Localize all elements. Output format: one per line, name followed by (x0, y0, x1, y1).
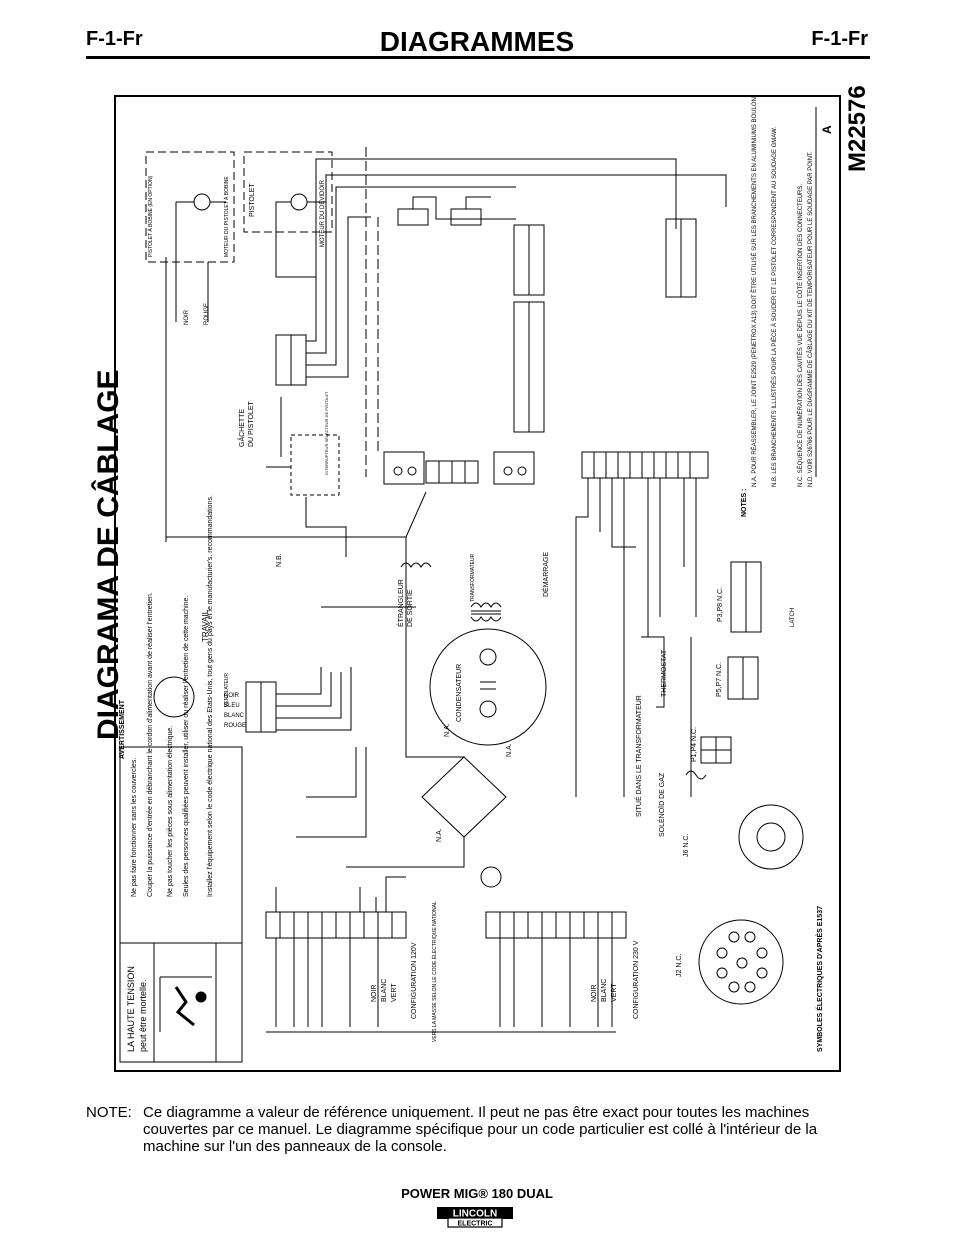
label-nb: N.B. (276, 553, 283, 567)
spool-gun-box (145, 151, 235, 263)
note-nb: N.B. LES BRANCHEMENTS ILLUSTRÉS POUR LA … (771, 127, 778, 487)
label-thermostat: THERMOSTAT (661, 649, 668, 697)
page-title: DIAGRAMMES (379, 26, 575, 57)
warning-high-voltage-2: peut être mortelle. (138, 979, 148, 1052)
label-demarrage: DÉMARRAGE (541, 552, 550, 597)
section-label-right: F-1-Fr (811, 28, 868, 50)
label-du-pistolet: DU PISTOLET (248, 401, 255, 447)
label-blanc-230: BLANC (601, 979, 608, 1002)
label-situe: SITUÉ DANS LE TRANSFORMATEUR (634, 695, 643, 817)
note-na: N.A. POUR RÉASSEMBLER, LE JOINT E2529 (P… (750, 97, 758, 487)
label-fan-rouge: ROUGE (224, 723, 246, 729)
note-nc: N.C. SÉQUENCE DE NUMÉRATION DES CAVITÉS … (797, 184, 804, 487)
warning-bullet-3: Ne pas toucher les pièces sous alimentat… (167, 726, 174, 897)
diagram-frame (114, 95, 841, 1072)
label-gachette: GÂCHETTE (237, 409, 246, 447)
label-etrangleur: ÉTRANGLEUR (396, 579, 405, 627)
label-spool-gun-motor: MOTEUR DU PISTOLET À BOBINE (223, 176, 230, 257)
label-noir-120: NOIR (371, 985, 378, 1003)
label-j6-nc: J6 N.C. (683, 834, 690, 857)
spool-gun-motor-icon (193, 193, 211, 211)
label-na-2: N.A. (436, 828, 443, 842)
note-text: Ce diagramme a valeur de référence uniqu… (143, 1104, 818, 1155)
section-label-left: F-1-Fr (86, 28, 143, 50)
footer-model-name: POWER MIG® 180 DUAL (401, 1186, 553, 1201)
terminal-strip-ts2 (383, 451, 425, 485)
label-na-3: N.A. (506, 743, 513, 757)
label-ventilateur: VENTILATEUR (224, 673, 230, 707)
label-interrupteur: INTERRUPTEUR SÉLECTEUR DE PISTOLET (324, 391, 329, 475)
potentiometer-r1 (450, 208, 482, 226)
transformer-t1 (470, 602, 502, 622)
diagram-title: DIAGRAMA DE CÂBLAGE (92, 369, 125, 740)
label-fan-blanc: BLANC (224, 713, 245, 719)
label-p1-p4-nc: P1,P4 N.C. (691, 727, 698, 762)
warning-heading: AVERTISSEMENT (119, 699, 126, 759)
label-latch: LATCH (790, 608, 796, 627)
label-na-1: N.A. (444, 723, 451, 737)
label-rouge-gun: ROUGE (204, 303, 210, 325)
label-condensateur: CONDENSATEUR (456, 664, 463, 722)
label-p5-p7-nc: P5,P7 N.C. (716, 662, 723, 697)
label-ground-code: VERS LA MASSE SELON LE CODE ÉLECTRIQUE N… (431, 901, 438, 1042)
gun-box (243, 151, 333, 233)
label-pistolet: PISTOLET (249, 183, 256, 217)
warning-high-voltage-1: LA HAUTE TENSION (126, 966, 136, 1052)
header-rule (86, 56, 870, 59)
connector-j6-icon (738, 804, 804, 870)
label-j2-nc: J2 N.C. (676, 954, 683, 977)
capacitor-c1 (429, 628, 547, 746)
label-vert-230: VERT (611, 983, 618, 1002)
logo-text-bottom: ELECTRIC (458, 1221, 493, 1228)
label-feeder-motor: MOTEUR DU DÉVIDOIR (319, 179, 326, 247)
label-transformateur: TRANSFORMATEUR (470, 553, 476, 602)
label-fan-bleu: BLEU (224, 703, 240, 709)
connector-p8 (581, 451, 709, 479)
label-de-sortie: DE SORTIE (407, 589, 414, 627)
fan-icon (153, 676, 195, 718)
warning-bullet-4: Seules des personnes qualifiées peuvent … (183, 596, 190, 897)
label-symbols: SYMBOLES ÉLECTRIQUES D'APRÈS E1537 (815, 906, 824, 1052)
label-vert-120: VERT (391, 983, 398, 1002)
high-voltage-pictogram (159, 976, 212, 1032)
label-travail: TRAVAIL (201, 609, 210, 642)
label-blanc-120: BLANC (381, 979, 388, 1002)
ground-icon (480, 866, 502, 888)
notes-heading: NOTES : (741, 489, 748, 517)
warning-box (119, 746, 243, 1063)
label-spool-gun: PISTOLET À BOBINE (EN OPTION) (147, 175, 154, 257)
diagram-code: M22576 (844, 85, 871, 172)
connector-j2-icon (698, 919, 784, 1005)
note-label: NOTE: (86, 1104, 132, 1121)
logo-text-top: LINCOLN (453, 1209, 497, 1220)
label-config-120: CONFIGURATION 120V (411, 942, 418, 1019)
label-solenoid: SOLÉNOÏD DE GAZ (657, 772, 666, 837)
solenoid-icon (685, 770, 707, 780)
gun-selector-switch (290, 434, 340, 496)
label-noir-gun: NOIR (184, 309, 190, 325)
lincoln-electric-logo: LINCOLN ELECTRIC (437, 1207, 513, 1228)
potentiometer-r2 (397, 208, 429, 226)
label-config-230: CONFIGURATION 230 V (633, 940, 640, 1019)
feeder-motor-icon (290, 193, 308, 211)
label-fan-noir: NOIR (224, 693, 240, 699)
warning-bullet-1: Ne pas faire fonctionner sans les couver… (131, 758, 138, 897)
diagram-revision: A (820, 125, 834, 134)
warning-bullet-2: Couper la puissance d'entrée en débranch… (147, 592, 154, 897)
label-noir-230: NOIR (591, 985, 598, 1003)
terminal-strip-ts1 (493, 451, 535, 485)
note-nd: N.D. VOIR S26766 POUR LE DIAGRAMME DE CÂ… (807, 151, 814, 487)
warning-bullet-5: Installez l'équipement selon le code éle… (207, 495, 214, 897)
label-p3-p8-nc: P3,P8 N.C. (717, 587, 724, 622)
wiring-diagram: AVERTISSEMENT LA HAUTE TENSION peut être… (119, 97, 824, 1063)
rectifier-d1 (421, 756, 507, 838)
